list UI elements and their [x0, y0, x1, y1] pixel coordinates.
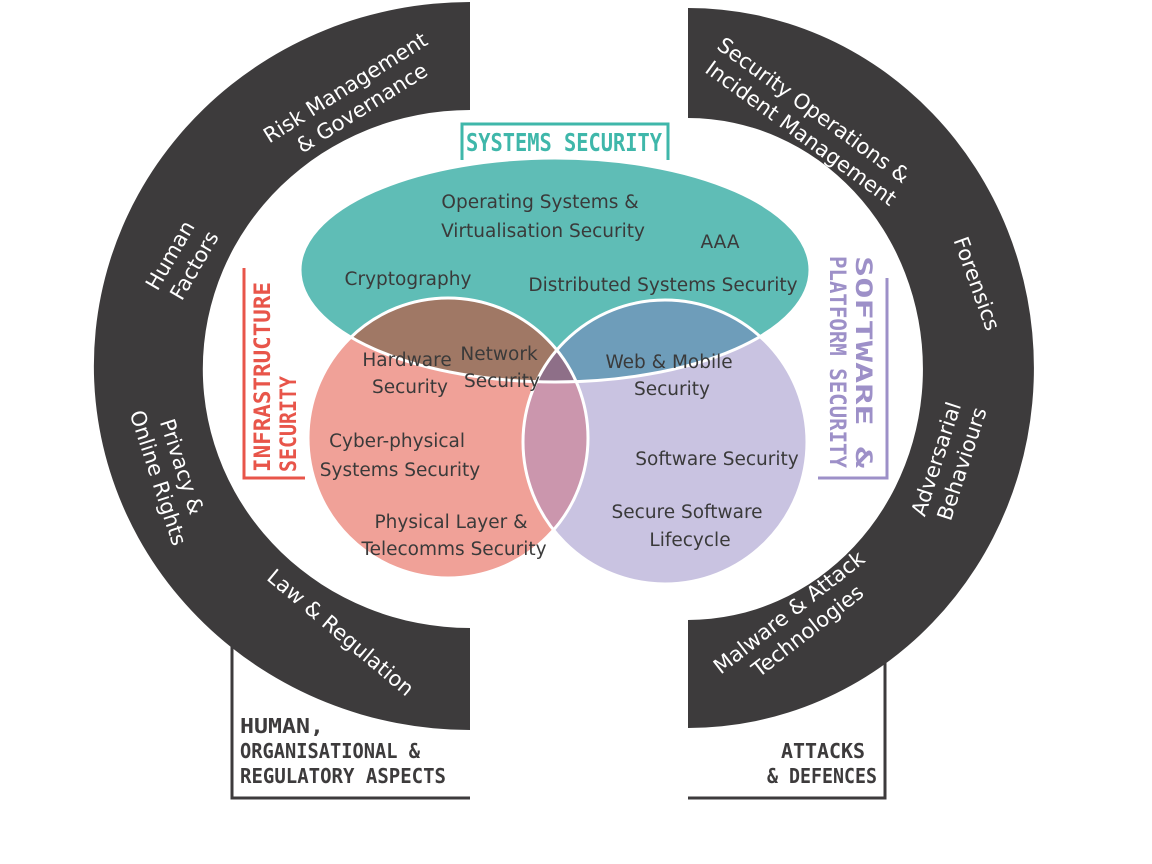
item-network-security: Network Security — [460, 344, 543, 392]
infra-bracket — [242, 268, 305, 480]
attacks-title: ATTACKS & DEFENCES — [767, 739, 877, 788]
systems-outline — [298, 156, 812, 384]
human-bracket — [230, 628, 470, 800]
item-distributed-systems: Distributed Systems Security — [528, 275, 797, 296]
item-hardware-security: Hardware Security — [362, 350, 457, 398]
item-cyber-physical: Cyber-physical Systems Security — [320, 431, 481, 481]
item-os-virtualisation: Operating Systems & Virtualisation Secur… — [441, 192, 645, 242]
right-arc — [688, 8, 1034, 728]
item-secure-software-lifecycle: Secure Software Lifecycle — [612, 502, 769, 551]
human-title: HUMAN, ORGANISATIONAL & REGULATORY ASPEC… — [240, 714, 446, 788]
infra-title: INFRASTRUCTURE SECURITY — [251, 269, 302, 472]
software-bracket — [818, 278, 889, 480]
item-aaa: AAA — [701, 232, 740, 253]
infra-outline — [306, 296, 590, 580]
item-software-security: Software Security — [635, 449, 798, 470]
item-cryptography: Cryptography — [345, 269, 472, 290]
attacks-bracket — [688, 620, 887, 800]
item-web-mobile-security: Web & Mobile Security — [605, 352, 738, 400]
systems-bracket — [460, 122, 670, 160]
software-title: SOFTWARE & PLATFORM SECURITY — [824, 256, 875, 481]
item-physical-layer: Physical Layer & Telecomms Security — [360, 512, 546, 560]
systems-title: SYSTEMS SECURITY — [466, 128, 662, 157]
software-outline — [521, 298, 809, 586]
left-arc — [93, 2, 470, 731]
